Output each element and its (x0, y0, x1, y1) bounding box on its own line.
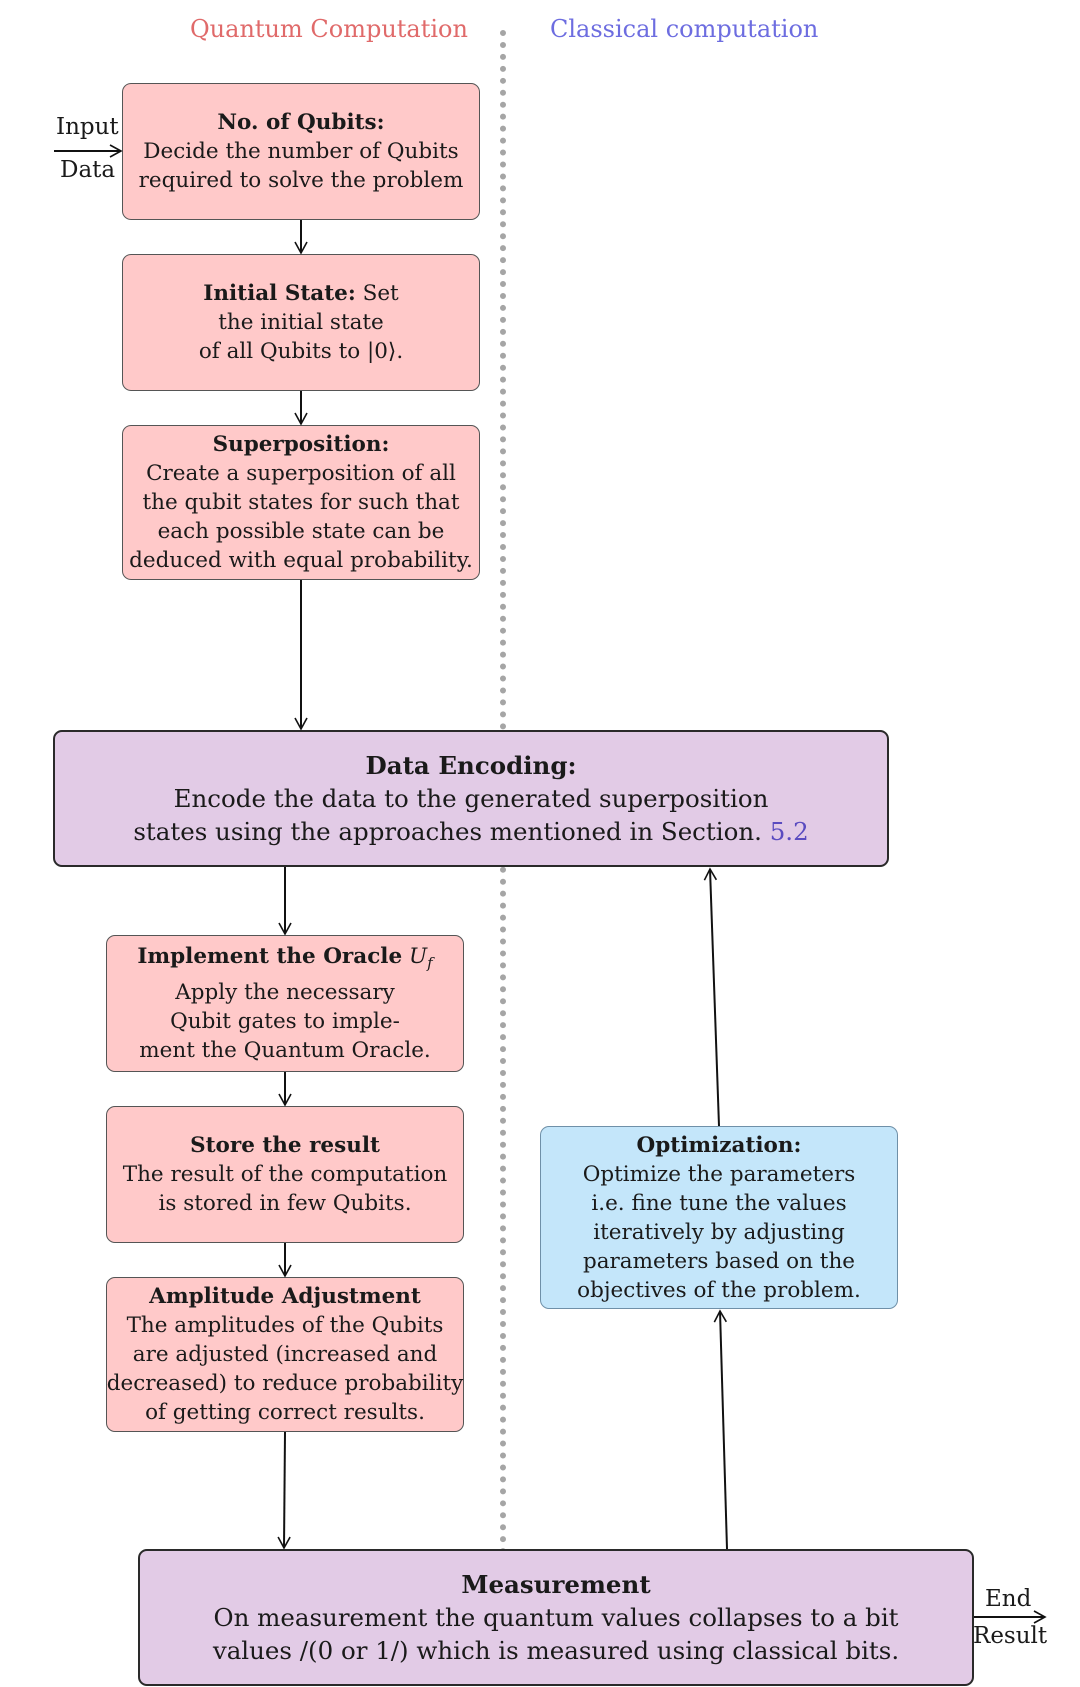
node-text-line: each possible state can be (157, 519, 445, 544)
node-text-line: of all Qubits to |0⟩. (198, 339, 404, 364)
oracle-symbol: U (408, 944, 428, 969)
node-text-line: Create a superposition of all (146, 461, 456, 486)
node-measurement: Measurement On measurement the quantum v… (138, 1549, 974, 1686)
node-amplitude-adjustment: Amplitude Adjustment The amplitudes of t… (106, 1277, 464, 1432)
node-text-line: states using the approaches mentioned in… (133, 817, 762, 846)
node-superposition: Superposition: Create a superposition of… (122, 425, 480, 580)
node-title: Store the result (190, 1133, 380, 1158)
node-title: Initial State: (203, 281, 356, 306)
classical-computation-header: Classical computation (550, 15, 819, 43)
node-text-line: the qubit states for such that (142, 490, 460, 515)
quantum-computation-header: Quantum Computation (190, 15, 468, 43)
node-data-encoding: Data Encoding: Encode the data to the ge… (53, 730, 889, 867)
section-reference-link[interactable]: 5.2 (769, 817, 809, 846)
node-text-line: Qubit gates to imple- (170, 1009, 400, 1034)
arrow-optimization-to-encoding (703, 867, 720, 1127)
node-title: Measurement (461, 1570, 651, 1599)
input-label-bottom: Data (60, 157, 116, 183)
arrow-measurement-to-optimization (713, 1309, 728, 1550)
node-text-line: are adjusted (increased and (132, 1342, 438, 1367)
output-label-top: End (985, 1586, 1032, 1612)
output-label-bottom: Result (973, 1623, 1048, 1649)
node-title: Amplitude Adjustment (149, 1284, 421, 1309)
node-implement-oracle: Implement the Oracle Uf Apply the necess… (106, 935, 464, 1072)
node-text-line: of getting correct results. (145, 1400, 425, 1425)
node-text-line: The result of the computation (122, 1162, 448, 1187)
node-title: Data Encoding: (365, 751, 577, 780)
arrow-amplitude-to-measurement (277, 1431, 291, 1550)
node-text-line: values /(0 or 1/) which is measured usin… (212, 1636, 900, 1665)
node-text-line: parameters based on the (582, 1248, 856, 1274)
input-label-top: Input (56, 114, 119, 140)
node-text-line: iteratively by adjusting (593, 1219, 845, 1245)
node-title-suffix: Set (355, 281, 399, 306)
node-text-line: Decide the number of Qubits (143, 139, 459, 164)
node-text-line: Encode the data to the generated superpo… (173, 784, 769, 813)
oracle-subscript: f (427, 954, 433, 972)
node-text-line: ment the Quantum Oracle. (139, 1038, 431, 1063)
node-text-line: On measurement the quantum values collap… (213, 1603, 899, 1632)
node-title: Implement the Oracle (137, 944, 403, 969)
node-initial-state: Initial State: Set the initial state of … (122, 254, 480, 391)
node-text-line: objectives of the problem. (577, 1277, 861, 1303)
node-text-line: required to solve the problem (138, 168, 464, 193)
node-title: Superposition: (212, 432, 390, 457)
node-store-result: Store the result The result of the compu… (106, 1106, 464, 1243)
node-text-line: the initial state (218, 310, 384, 335)
node-number-of-qubits: No. of Qubits: Decide the number of Qubi… (122, 83, 480, 220)
node-text-line: The amplitudes of the Qubits (126, 1313, 444, 1338)
node-text-line: Apply the necessary (175, 980, 395, 1005)
node-text-line: is stored in few Qubits. (158, 1191, 412, 1216)
node-title: Optimization: (636, 1132, 802, 1158)
node-text-line: deduced with equal probability. (129, 548, 473, 573)
node-title: No. of Qubits: (217, 110, 385, 135)
node-text-line: decreased) to reduce probability (106, 1371, 464, 1396)
node-optimization: Optimization: Optimize the parameters i.… (540, 1126, 898, 1309)
node-text-line: Optimize the parameters (582, 1161, 856, 1187)
node-text-line: i.e. fine tune the values (591, 1190, 847, 1216)
